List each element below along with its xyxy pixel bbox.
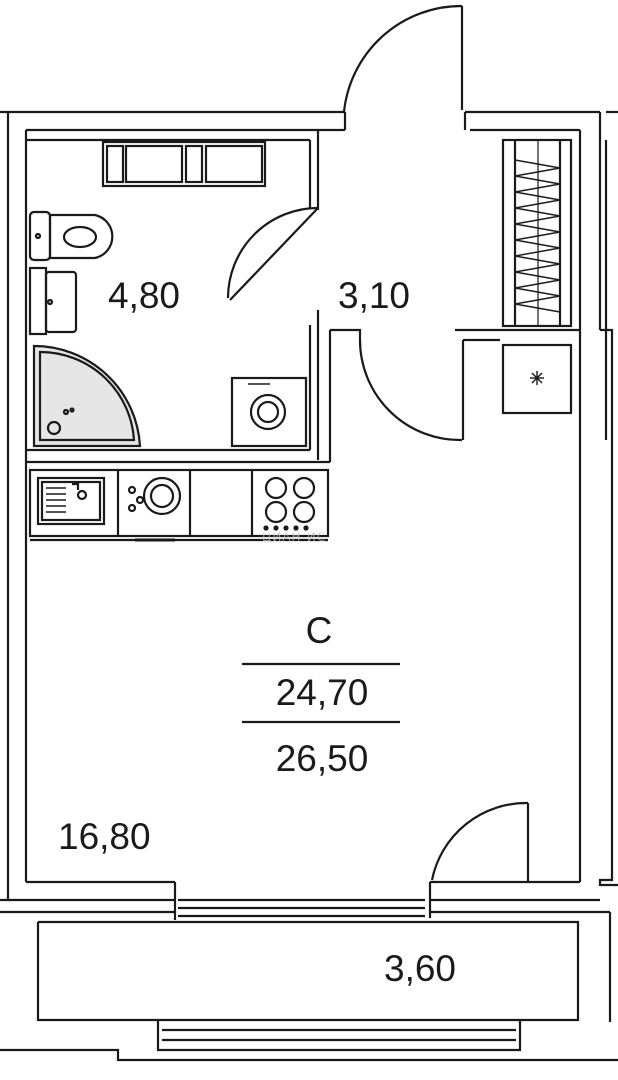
main-room-area-label: 16,80 — [58, 816, 151, 857]
kitchen-sink — [36, 476, 106, 526]
balcony-area-label: 3,60 — [384, 948, 457, 989]
balcony-window — [173, 882, 432, 920]
washing-machine — [230, 376, 308, 448]
toilet — [28, 210, 114, 262]
bathroom-door — [226, 206, 319, 301]
electric-panel — [501, 343, 573, 415]
entrance-door — [342, 4, 467, 130]
electric-panel-icon — [530, 371, 544, 385]
hallway-area-label: 3,10 — [338, 275, 411, 316]
apartment-type-label: С — [305, 610, 333, 651]
bathroom-cabinet — [101, 140, 267, 188]
bathroom-walls — [26, 130, 330, 464]
total-area-label: 26,50 — [275, 738, 369, 779]
living-area-label: 24,70 — [275, 672, 369, 713]
watermark: ЦИАН-ИС — [262, 530, 327, 544]
hallway-partition — [328, 328, 580, 462]
cooktop — [263, 476, 316, 531]
kitchen-counter — [28, 468, 330, 542]
washbasin — [28, 266, 78, 336]
shower-tray — [32, 344, 142, 448]
bathroom-area-label: 4,80 — [108, 275, 181, 316]
balcony-door — [430, 801, 530, 882]
wardrobe — [501, 138, 573, 328]
area-divider-lines — [242, 662, 400, 724]
balcony — [0, 910, 618, 1062]
dishwasher — [127, 476, 182, 516]
outer-walls — [0, 110, 618, 902]
